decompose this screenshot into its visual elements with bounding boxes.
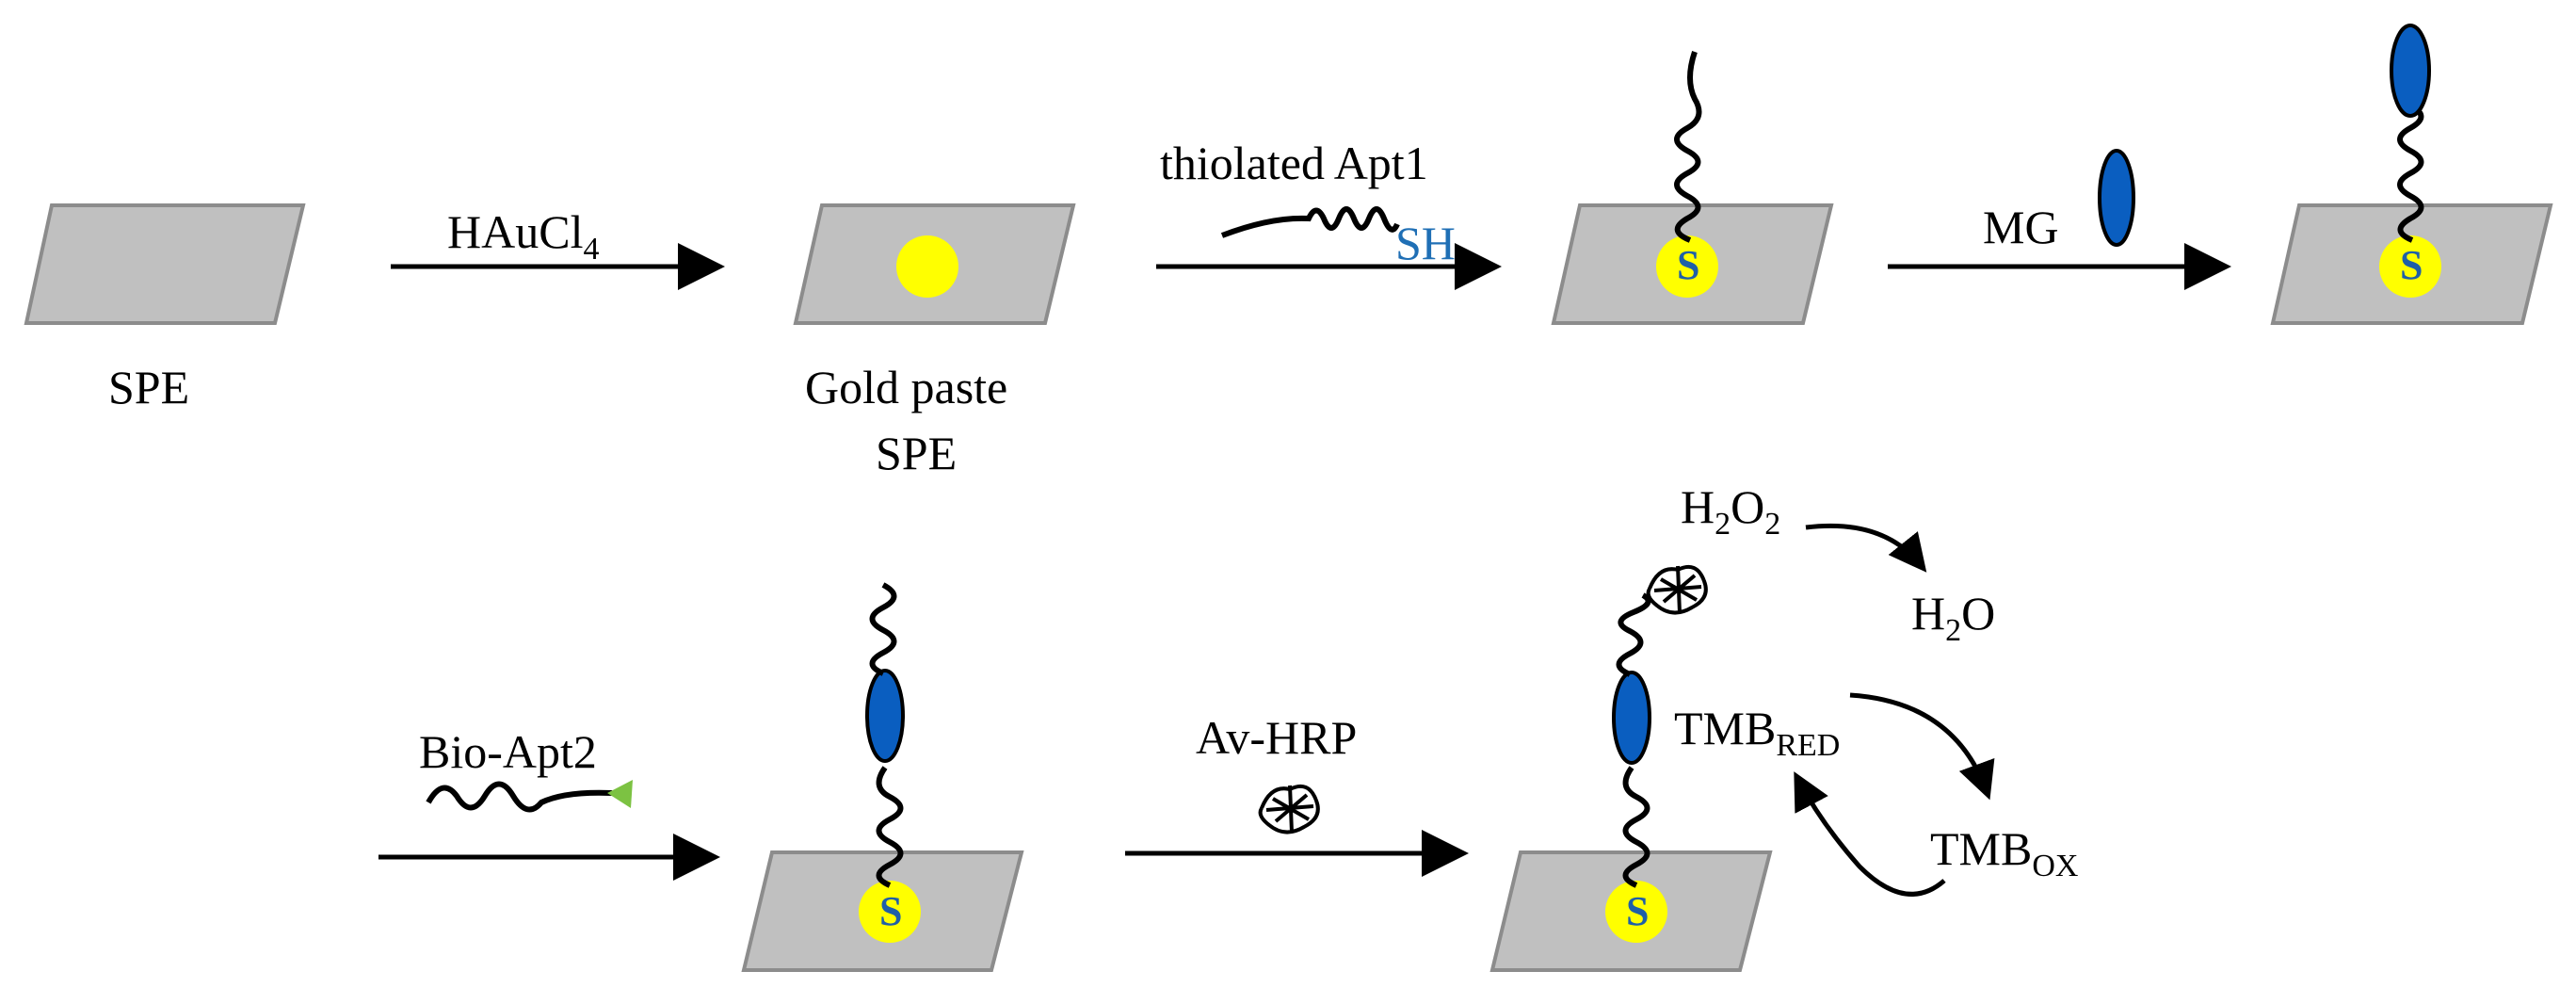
- protein-icon: [2390, 24, 2431, 118]
- aptamer-icon: [869, 582, 897, 676]
- tmb-red-main: TMB: [1674, 702, 1776, 754]
- h2o-h: H: [1911, 587, 1945, 640]
- gold-spot-icon: [1656, 235, 1718, 298]
- h2o2-o: O: [1731, 480, 1764, 533]
- hrp-enzyme-icon: [1258, 785, 1320, 834]
- reagent-haucl4: HAuCl4: [447, 205, 599, 267]
- reagent-mg: MG: [1983, 201, 2059, 253]
- thiol-s-label: S: [1626, 888, 1649, 934]
- reagent-bio-apt2: Bio-Apt2: [419, 725, 597, 778]
- tmb-red-sub: RED: [1776, 728, 1840, 763]
- gold-spot-icon: [859, 881, 921, 943]
- spe-label: SPE: [108, 361, 189, 413]
- protein-icon: [2098, 149, 2135, 247]
- thiol-s-label: S: [879, 888, 902, 934]
- electrode-spe-bare: [24, 203, 306, 325]
- aptamer-icon: [876, 766, 904, 888]
- aptamer-icon: [1220, 206, 1400, 238]
- electrode-apt1: S: [1551, 51, 1834, 325]
- reagent-av-hrp: Av-HRP: [1196, 711, 1357, 764]
- thiol-s-label: S: [1677, 242, 1699, 288]
- reaction-arrow-icon: [1805, 523, 1927, 573]
- protein-icon: [1612, 671, 1651, 765]
- aptamer-icon: [1674, 51, 1702, 243]
- tmb-red-label: TMBRED: [1674, 702, 1840, 763]
- electrode-sandwich: S: [741, 582, 1024, 972]
- h2o2-label: H2O2: [1681, 480, 1780, 542]
- electrode-gold-paste: [793, 203, 1076, 325]
- reaction-arrow-icon: [1849, 692, 1995, 801]
- h2o2-sub1: 2: [1715, 507, 1731, 542]
- thiol-sh-label: SH: [1395, 217, 1456, 269]
- reaction-arrow-icon: [1794, 771, 1946, 897]
- gold-paste-label-line2: SPE: [876, 427, 957, 479]
- gold-spot-icon: [1605, 881, 1667, 943]
- aptamer-icon: [1622, 766, 1650, 888]
- aptamer-icon: [2397, 105, 2424, 243]
- aptamer-icon: [426, 781, 613, 813]
- reagent-haucl4-main: HAuCl: [447, 205, 583, 258]
- h2o-label: H2O: [1911, 587, 1995, 648]
- protein-icon: [865, 669, 905, 763]
- gold-spot-icon: [896, 235, 958, 298]
- electrode-apt1-mg: S: [2270, 24, 2553, 325]
- h2o-sub: 2: [1945, 613, 1961, 648]
- biotin-icon: [607, 780, 633, 808]
- tmb-ox-label: TMBOX: [1930, 822, 2078, 883]
- h2o2-h: H: [1681, 480, 1715, 533]
- gold-spot-icon: [2379, 235, 2441, 298]
- aptamer-icon: [1616, 592, 1651, 677]
- h2o-o: O: [1961, 587, 1995, 640]
- reagent-haucl4-sub: 4: [583, 232, 599, 267]
- electrode-icon: [24, 203, 306, 325]
- electrode-hrp-sandwich: S: [1489, 565, 1773, 972]
- hrp-enzyme-icon: [1646, 565, 1708, 615]
- h2o2-sub2: 2: [1764, 507, 1780, 542]
- reagent-thiolated-apt1: thiolated Apt1: [1160, 137, 1428, 189]
- gold-paste-label-line1: Gold paste: [805, 361, 1007, 413]
- tmb-ox-sub: OX: [2032, 849, 2078, 883]
- thiol-s-label: S: [2400, 242, 2423, 288]
- tmb-ox-main: TMB: [1930, 822, 2032, 875]
